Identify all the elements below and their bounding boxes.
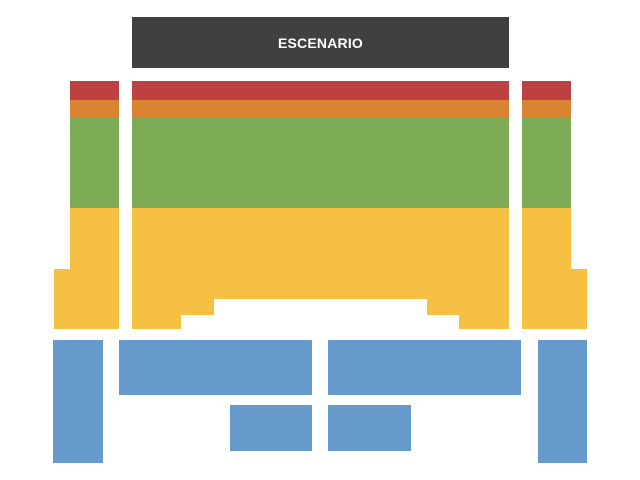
right-green-block[interactable] (522, 118, 571, 208)
blue-center-left-block[interactable] (119, 340, 312, 395)
blue-left-side-block[interactable] (53, 340, 103, 463)
right-orange-block[interactable] (522, 100, 571, 118)
center-yellow-block[interactable] (132, 208, 509, 329)
right-red-block[interactable] (522, 81, 571, 100)
left-red-block[interactable] (70, 81, 119, 100)
center-red-block[interactable] (132, 81, 509, 100)
left-yellow-block[interactable] (54, 208, 119, 329)
blue-rear-right-block[interactable] (328, 405, 411, 451)
stage-label: ESCENARIO (277, 34, 364, 51)
left-green-block[interactable] (70, 118, 119, 208)
blue-center-right-block[interactable] (328, 340, 521, 395)
center-green-block[interactable] (132, 118, 509, 208)
left-orange-block[interactable] (70, 100, 119, 118)
stage: ESCENARIO (132, 17, 509, 68)
blue-right-side-block[interactable] (538, 340, 587, 463)
blue-rear-left-block[interactable] (230, 405, 312, 451)
right-yellow-block[interactable] (522, 208, 587, 329)
center-orange-block[interactable] (132, 100, 509, 118)
